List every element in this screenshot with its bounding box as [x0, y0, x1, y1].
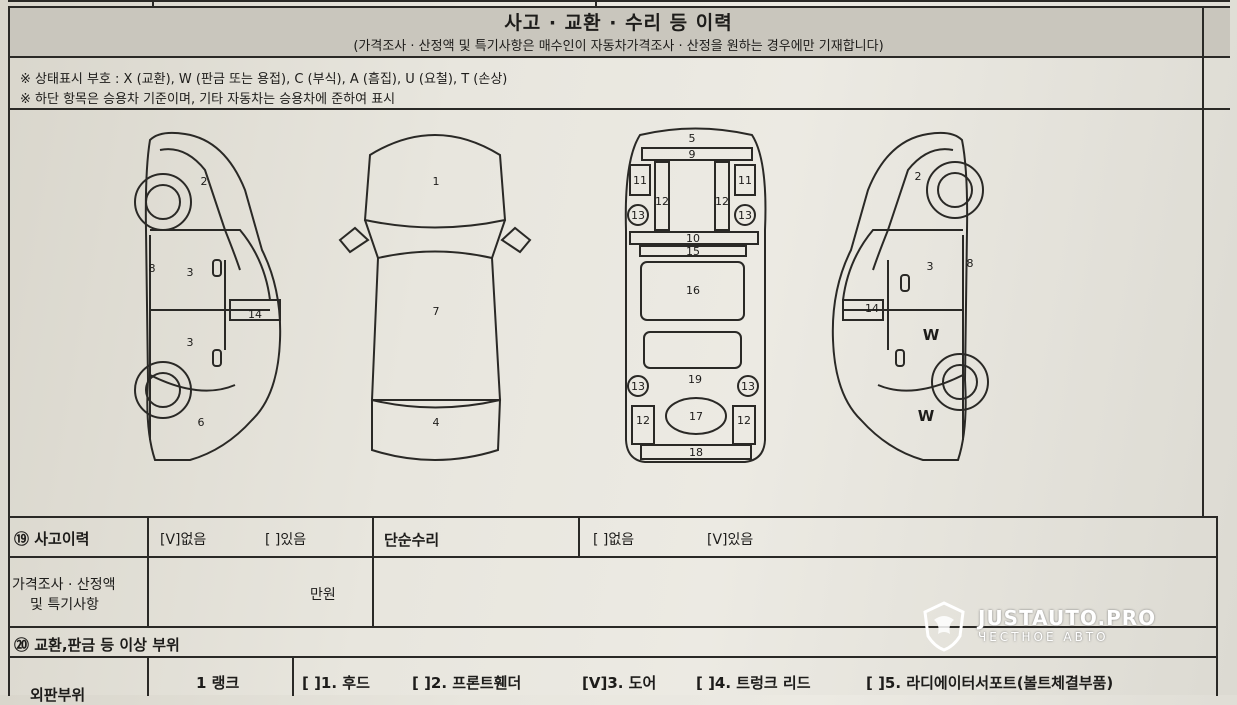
left-border	[8, 6, 10, 696]
lbl-ls-8: 8	[149, 262, 156, 275]
watermark: JUSTAUTO.PRO ЧЕСТНОЕ АВТО	[918, 600, 1178, 654]
legend-line-2: ※ 하단 항목은 승용차 기준이며, 기타 자동차는 승용차에 준하여 표시	[20, 92, 396, 107]
col-divider-5	[292, 656, 294, 696]
price-label-line-2: 및 특기사항	[30, 597, 99, 613]
table-right-border	[1216, 516, 1218, 696]
table-rule-2	[8, 556, 1218, 558]
parts-section-label: ⑳ 교환,판금 등 이상 부위	[14, 636, 180, 654]
car-top-view	[338, 134, 532, 461]
legend-line-1: ※ 상태표시 부호 : X (교환), W (판금 또는 용접), C (부식)…	[20, 72, 508, 87]
lbl-us-19: 19	[688, 373, 702, 386]
lbl-us-13b: 13	[738, 209, 752, 222]
page-title: 사고 · 교환 · 수리 등 이력	[504, 12, 733, 34]
page-subtitle: (가격조사 · 산정액 및 특기사항은 매수인이 자동차가격조사 · 산정을 원…	[353, 39, 884, 54]
lbl-us-11b: 11	[738, 174, 752, 187]
rank-label: 1 랭크	[196, 674, 240, 692]
lbl-top-1: 1	[433, 175, 440, 188]
lbl-ls-14: 14	[248, 308, 262, 321]
car-damage-diagram: 2 8 3 3 14 6 1 7 4 5 9 11 11 12 12 13 13…	[134, 127, 989, 463]
lbl-us-12a: 12	[655, 195, 669, 208]
mark-w-door: W	[923, 326, 940, 344]
lbl-us-5: 5	[689, 132, 696, 145]
header-bottom-rule	[8, 56, 1230, 58]
lbl-us-12d: 12	[737, 414, 751, 427]
lbl-us-12b: 12	[715, 195, 729, 208]
col-divider-2	[372, 516, 374, 628]
lbl-us-17: 17	[689, 410, 703, 423]
lbl-us-13c: 13	[631, 380, 645, 393]
lbl-us-10: 10	[686, 232, 700, 245]
lbl-us-18: 18	[689, 446, 703, 459]
lbl-us-13d: 13	[741, 380, 755, 393]
lbl-ls-6: 6	[198, 416, 205, 429]
simple-repair-yes-checkbox[interactable]: [V]있음	[707, 532, 754, 548]
simple-repair-none-checkbox[interactable]: [ ]없음	[593, 532, 635, 548]
mark-w-rear: W	[918, 407, 935, 425]
header-band	[8, 8, 1230, 56]
part-item-1[interactable]: [ ]1. 후드	[302, 674, 370, 692]
table-top-rule	[8, 516, 1218, 518]
lbl-rs-2: 2	[915, 170, 922, 183]
lbl-us-16: 16	[686, 284, 700, 297]
legend-bottom-rule	[8, 108, 1230, 110]
lbl-top-7: 7	[433, 305, 440, 318]
header-top-rule	[8, 6, 1230, 8]
lbl-us-13a: 13	[631, 209, 645, 222]
part-item-2[interactable]: [ ]2. 프론트휀더	[412, 674, 522, 692]
car-right-side-view	[831, 131, 989, 461]
top-rule	[8, 0, 1230, 2]
table-rule-4	[8, 656, 1218, 658]
lbl-us-12c: 12	[636, 414, 650, 427]
accident-none-checkbox[interactable]: [V]없음	[160, 532, 207, 548]
price-unit: 만원	[310, 587, 336, 603]
car-left-side-view	[134, 131, 282, 461]
shield-logo-icon	[923, 601, 965, 652]
simple-repair-label: 단순수리	[384, 531, 440, 549]
lbl-rs-3: 3	[927, 260, 934, 273]
lbl-rs-8: 8	[967, 257, 974, 270]
table-rule-3	[8, 626, 1218, 628]
lbl-ls-3a: 3	[187, 266, 194, 279]
part-item-3[interactable]: [V]3. 도어	[582, 674, 657, 692]
watermark-tagline: ЧЕСТНОЕ АВТО	[978, 630, 1109, 644]
car-underside-view	[624, 127, 767, 463]
top-divider-2	[595, 0, 597, 6]
lbl-ls-2: 2	[201, 175, 208, 188]
right-border	[1202, 6, 1204, 516]
lbl-top-4: 4	[433, 416, 440, 429]
part-item-5[interactable]: [ ]5. 라디에이터서포트(볼트체결부품)	[866, 674, 1114, 692]
col-divider-1	[147, 516, 149, 628]
price-label-line-1: 가격조사 · 산정액	[12, 577, 116, 593]
lbl-us-15: 15	[686, 245, 700, 258]
col-divider-4	[147, 656, 149, 696]
lbl-rs-14: 14	[865, 302, 879, 315]
part-item-4[interactable]: [ ]4. 트렁크 리드	[696, 674, 811, 692]
col-divider-3	[578, 516, 580, 556]
lbl-us-9: 9	[689, 148, 696, 161]
lbl-us-11a: 11	[633, 174, 647, 187]
top-divider-1	[152, 0, 154, 6]
accident-yes-checkbox[interactable]: [ ]있음	[265, 532, 307, 548]
watermark-name: JUSTAUTO.PRO	[978, 606, 1157, 630]
lbl-ls-3b: 3	[187, 336, 194, 349]
accident-history-label: ⑲ 사고이력	[14, 530, 90, 548]
